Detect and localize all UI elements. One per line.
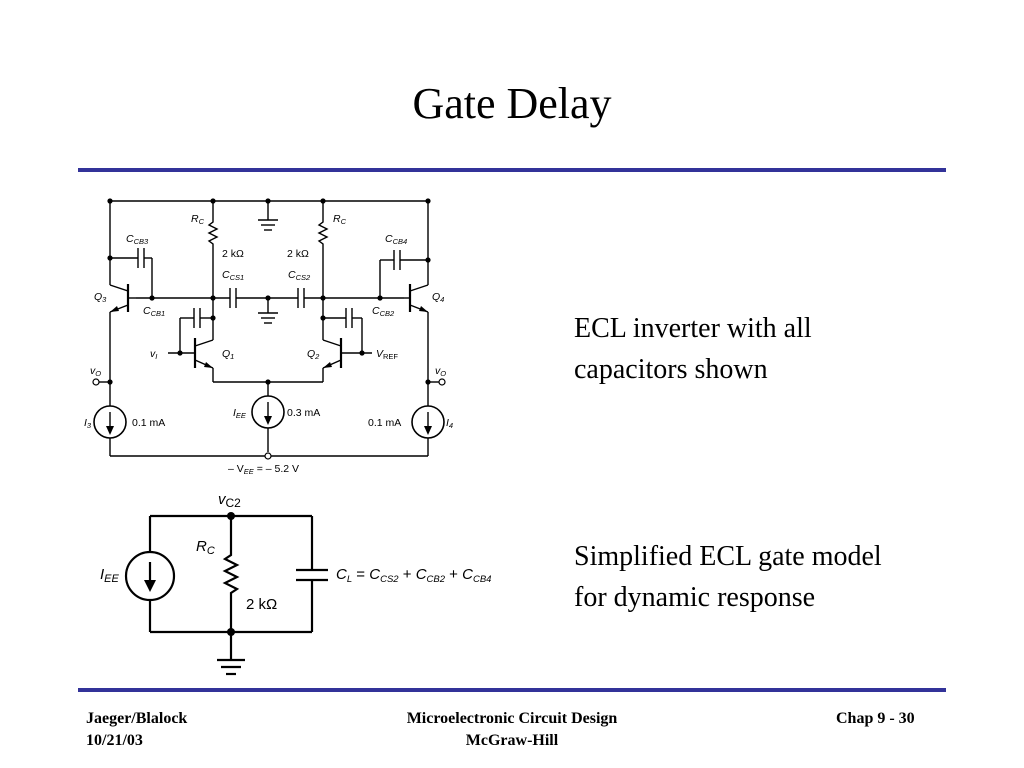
description-simplified-model: Simplified ECL gate model for dynamic re… (574, 541, 882, 613)
label-q4: Q4 (432, 291, 444, 304)
label-vee: – VEE = – 5.2 V (228, 463, 299, 476)
footer-authors: Jaeger/Blalock (86, 710, 188, 727)
simplified-model-circuit: vC2 RC 2 kΩ IEE CL = CCS2 + CCB2 + CCB4 (100, 491, 491, 676)
label-i4-value: 0.1 mA (368, 417, 401, 429)
label-iee: IEE (233, 407, 247, 420)
label-iee-model: IEE (100, 566, 120, 585)
label-ccb4: CCB4 (385, 233, 407, 246)
resistor-rc-model (222, 516, 240, 632)
label-r-value-model: 2 kΩ (246, 596, 277, 613)
transistor-q3 (109, 201, 136, 382)
resistor-rc-left (207, 201, 219, 298)
label-ccb1: CCB1 (143, 305, 165, 318)
label-i3-value: 0.1 mA (132, 417, 165, 429)
label-iee-value: 0.3 mA (287, 407, 320, 419)
transistor-q4 (404, 201, 429, 382)
ecl-inverter-circuit: RC RC 2 kΩ 2 kΩ CCB3 CCB4 CCS1 CCS2 CCB1… (84, 198, 453, 476)
label-q3: Q3 (94, 291, 107, 304)
label-q1: Q1 (222, 348, 234, 361)
label-i4: I4 (446, 417, 453, 430)
transistor-q2 (322, 298, 372, 382)
capacitor-ccs2 (297, 288, 305, 308)
label-r-right-value: 2 kΩ (287, 248, 309, 260)
label-r-left-value: 2 kΩ (222, 248, 244, 260)
description-ecl-inverter: ECL inverter with all capacitors shown (574, 313, 812, 385)
label-rc-left: RC (191, 213, 205, 226)
label-cl-equation: CL = CCS2 + CCB2 + CCB4 (336, 566, 491, 585)
label-rc-model: RC (196, 538, 215, 557)
label-i3: I3 (84, 417, 92, 430)
footer-book-title: Microelectronic Circuit Design (406, 710, 618, 727)
capacitor-ccb4 (379, 250, 428, 298)
label-ccb2: CCB2 (372, 305, 395, 318)
current-source-i3 (93, 382, 127, 456)
label-ccb3: CCB3 (126, 233, 149, 246)
footer-center: Microelectronic Circuit Design McGraw-Hi… (312, 708, 712, 752)
label-ccs1: CCS1 (222, 269, 244, 282)
capacitor-cl (296, 516, 328, 632)
label-q2: Q2 (307, 348, 320, 361)
label-vo-right: vO (435, 365, 446, 378)
ground-icon (217, 632, 245, 676)
footer-page-number: Chap 9 - 30 (836, 710, 915, 727)
current-source-iee (251, 395, 285, 452)
resistor-rc-right (317, 201, 329, 298)
capacitor-ccb1 (179, 308, 213, 353)
footer-date: 10/21/03 (86, 732, 143, 749)
label-rc-right: RC (333, 213, 347, 226)
top-divider (78, 168, 946, 172)
capacitor-ccb2 (323, 308, 363, 353)
transistor-q1 (168, 298, 214, 382)
label-vref: VREF (376, 348, 398, 361)
current-source-iee-model (124, 550, 176, 602)
footer-left: Jaeger/Blalock 10/21/03 (86, 708, 187, 752)
capacitor-ccb3 (110, 248, 153, 298)
slide-title: Gate Delay (412, 79, 612, 128)
current-source-i4 (411, 382, 445, 456)
capacitor-ccs1 (229, 288, 237, 308)
footer-publisher: McGraw-Hill (465, 732, 559, 749)
label-vo-left: vO (90, 365, 101, 378)
label-vi: vI (150, 348, 157, 361)
bottom-divider (78, 688, 946, 692)
ground-icon (258, 298, 278, 324)
label-vc2: vC2 (218, 491, 241, 510)
label-ccs2: CCS2 (288, 269, 311, 282)
output-terminal-left (92, 378, 113, 386)
ground-icon (258, 201, 278, 231)
